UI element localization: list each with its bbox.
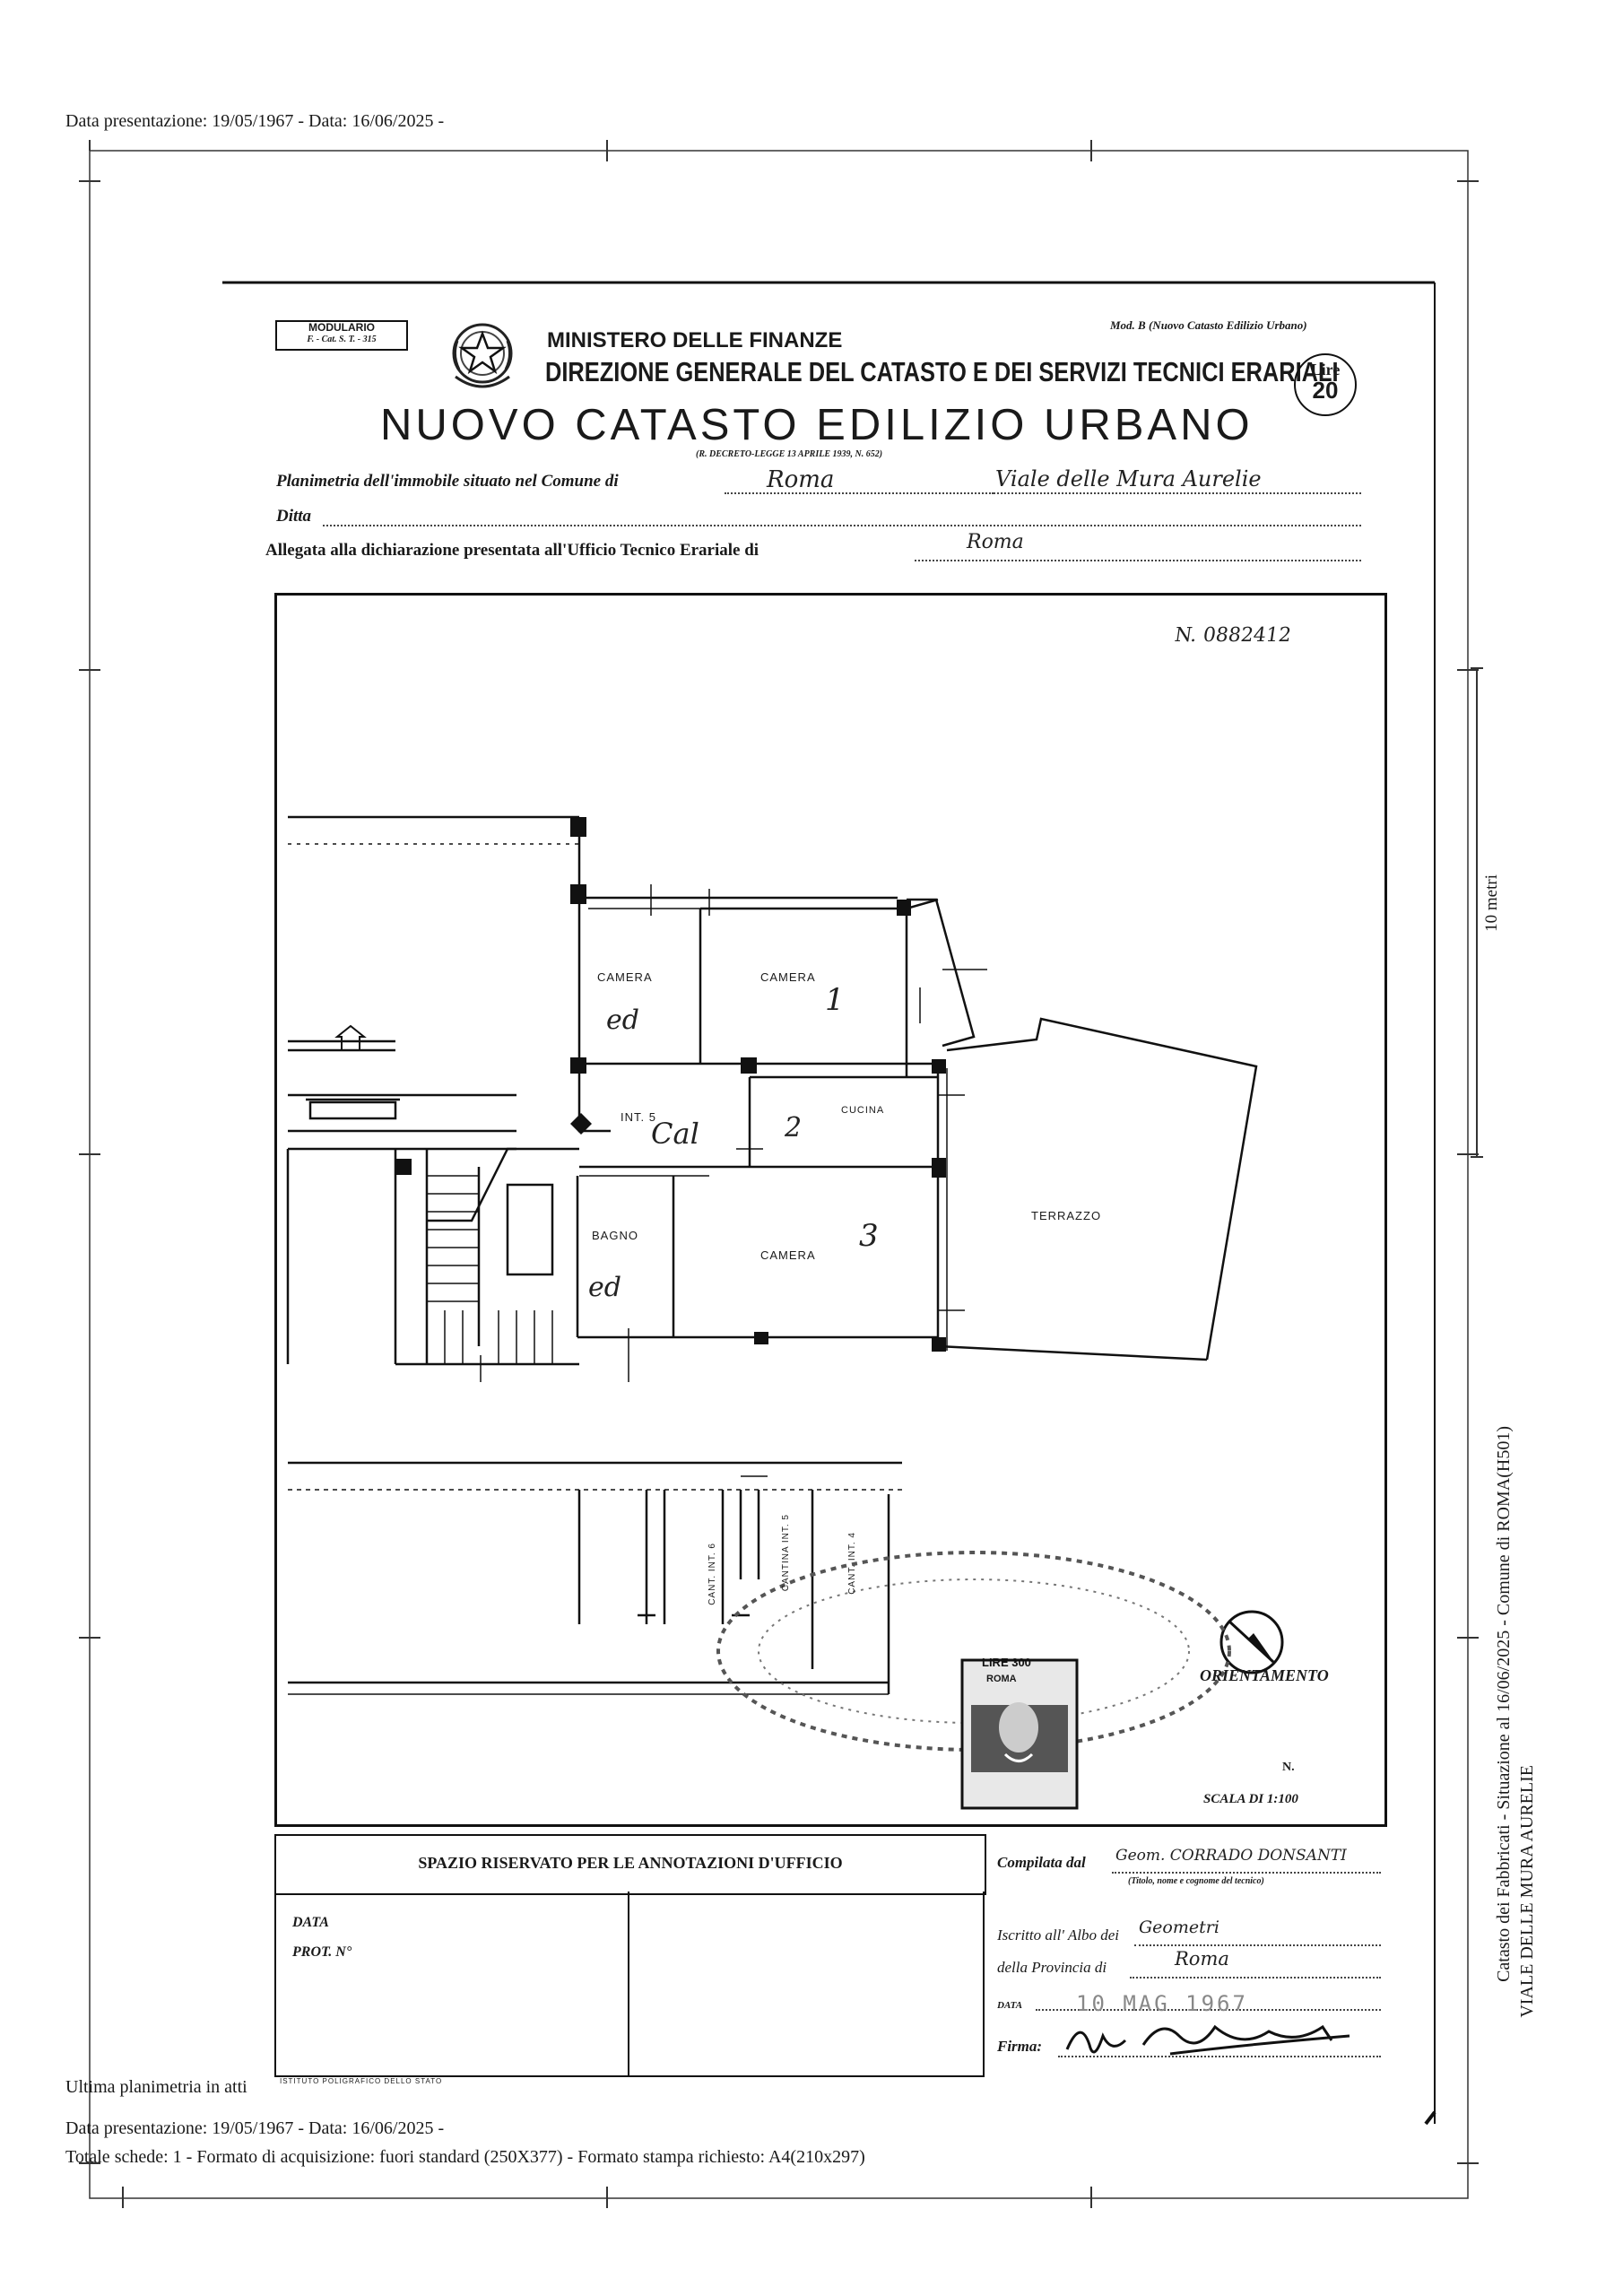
orientamento-label: ORIENTAMENTO	[1200, 1666, 1329, 1684]
top-meta-line: Data presentazione: 19/05/1967 - Data: 1…	[65, 111, 445, 131]
room-camera-a: CAMERA	[597, 970, 653, 984]
handmark-cal: Cal	[651, 1117, 699, 1151]
modulario-code: F. - Cat. S. T. - 315	[307, 335, 377, 344]
via-field	[994, 492, 1361, 494]
handmark-ed-b: ed	[588, 1272, 621, 1303]
firma-label: Firma:	[997, 2038, 1043, 2055]
compilata-label: Compilata dal	[997, 1854, 1086, 1871]
iscritto-value: Geometri	[1139, 1918, 1219, 1937]
modulario-label: MODULARIO	[308, 321, 375, 334]
room-cant4: CANT. INT. 4	[847, 1532, 857, 1595]
catasto-side-line: Catasto dei Fabbricati - Situazione al 1…	[1494, 1426, 1514, 1982]
titolo-note: (Titolo, nome e cognome del tecnico)	[1128, 1876, 1264, 1886]
compilata-value: Geom. CORRADO DONSANTI	[1115, 1847, 1347, 1865]
iscritto-label: Iscritto all' Albo dei	[997, 1926, 1120, 1944]
ministry-name: MINISTERO DELLE FINANZE	[547, 328, 843, 352]
form-title: NUOVO CATASTO EDILIZIO URBANO	[380, 401, 1254, 449]
firma-field	[1058, 2056, 1381, 2057]
revenue-stamp	[716, 1551, 1231, 1810]
allegata-label: Allegata alla dichiarazione presentata a…	[265, 541, 759, 560]
north-compass-icon	[1219, 1610, 1284, 1674]
modulario-box: MODULARIO F. - Cat. S. T. - 315	[275, 320, 408, 351]
data-small-label: DATA	[997, 2000, 1023, 2011]
scale-bar-label: 10 metri	[1482, 874, 1501, 932]
decree-line: (R. DECRETO-LEGGE 13 APRILE 1939, N. 652…	[696, 449, 883, 459]
handmark-3: 3	[859, 1218, 879, 1254]
room-camera-b: CAMERA	[760, 970, 816, 984]
provincia-field	[1130, 1977, 1381, 1979]
republic-emblem-icon	[452, 323, 513, 388]
bottom-meta-line2: Totale schede: 1 - Formato di acquisizio…	[65, 2147, 865, 2167]
mod-code: Mod. B (Nuovo Catasto Edilizio Urbano)	[1110, 318, 1307, 332]
ufficio-value: Roma	[967, 531, 1024, 553]
annotations-header-box: SPAZIO RISERVATO PER LE ANNOTAZIONI D'UF…	[274, 1834, 986, 1895]
bottom-meta-line1: Data presentazione: 19/05/1967 - Data: 1…	[65, 2118, 445, 2138]
plan-frame	[274, 593, 1387, 1827]
planimetria-label: Planimetria dell'immobile situato nel Co…	[276, 472, 619, 491]
printer-label: ISTITUTO POLIGRAFICO DELLO STATO	[280, 2077, 443, 2085]
address-side-line: VIALE DELLE MURA AURELIE	[1517, 1765, 1537, 2018]
iscritto-field	[1134, 1944, 1381, 1946]
provincia-label: della Provincia di	[997, 1959, 1107, 1976]
data-label: DATA	[292, 1915, 329, 1930]
office-notes-box	[626, 1892, 985, 2077]
lire-badge: Lire 20	[1294, 353, 1357, 416]
ufficio-field	[915, 560, 1361, 561]
comune-field	[725, 492, 994, 494]
ditta-field	[323, 525, 1361, 526]
compilata-field	[1112, 1872, 1381, 1874]
scale-label: SCALA DI 1:100	[1203, 1792, 1298, 1806]
room-int5: INT. 5	[621, 1110, 656, 1124]
room-cucina: CUCINA	[841, 1105, 885, 1116]
lire-value: 20	[1312, 377, 1339, 404]
room-cantina5: CANTINA INT. 5	[781, 1514, 791, 1592]
directorate-name: DIREZIONE GENERALE DEL CATASTO E DEI SER…	[545, 356, 1339, 387]
north-label: N.	[1282, 1761, 1295, 1774]
signature-mark	[1065, 2024, 1350, 2056]
room-bagno: BAGNO	[592, 1229, 638, 1242]
ultima-planimetria: Ultima planimetria in atti	[65, 2077, 247, 2097]
via-value: Viale delle Mura Aurelie	[995, 466, 1262, 491]
stamp-value: LIRE 300	[982, 1656, 1031, 1669]
handmark-ed-a: ed	[606, 1004, 639, 1036]
room-terrazzo: TERRAZZO	[1031, 1209, 1102, 1222]
ditta-label: Ditta	[276, 507, 312, 526]
stamp-city: ROMA	[986, 1674, 1017, 1684]
annotations-title: SPAZIO RISERVATO PER LE ANNOTAZIONI D'UF…	[418, 1854, 843, 1872]
date-stamp-value: 10 MAG 1967	[1076, 1991, 1248, 2016]
comune-value: Roma	[767, 466, 835, 493]
handmark-2: 2	[785, 1112, 803, 1144]
lire-label: Lire	[1310, 361, 1341, 378]
data-small-field	[1036, 2009, 1381, 2011]
handmark-1: 1	[825, 982, 845, 1018]
prot-label: PROT. N°	[292, 1944, 352, 1960]
floor-plan-drawing	[286, 815, 1284, 1810]
room-cant6: CANT. INT. 6	[707, 1543, 717, 1605]
office-data-box	[274, 1892, 629, 2077]
provincia-value: Roma	[1175, 1948, 1229, 1970]
room-camera-c: CAMERA	[760, 1248, 816, 1262]
